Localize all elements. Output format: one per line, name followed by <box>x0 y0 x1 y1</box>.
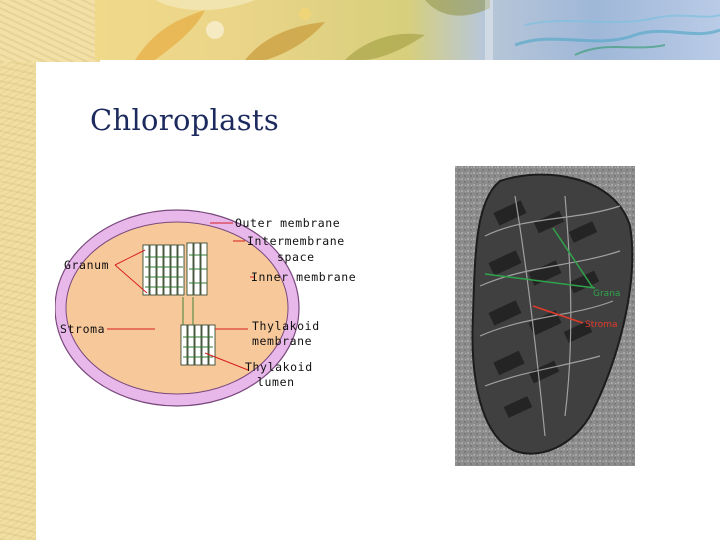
granum-stack-left <box>142 244 185 296</box>
thylakoid-lumen-label-line1: Thylakoid <box>245 360 313 374</box>
parchment-side-border <box>0 0 36 540</box>
grana-pointer-line-1 <box>484 273 596 289</box>
stroma-pointer-line <box>532 305 584 324</box>
slide-title: Chloroplasts <box>90 103 280 137</box>
thylakoid-lumen-pointer <box>204 352 249 371</box>
grana-stacks-micrograph <box>488 200 600 418</box>
grana-pointer-line-2 <box>552 227 594 289</box>
parchment-top-corner <box>0 0 100 62</box>
chloroplast-structure-diagram: Outer membrane Intermembrane space Inner… <box>55 209 356 407</box>
pointer-lines <box>107 222 255 371</box>
floral-header-banner <box>95 0 720 60</box>
granum-stack-lower <box>180 324 216 366</box>
stroma-lamellae <box>145 254 213 358</box>
thylakoid-lumen-label-line2: lumen <box>257 375 295 389</box>
lamellae-micrograph <box>479 195 621 437</box>
granum-pointer-a <box>114 249 146 266</box>
inner-membrane-shape <box>65 221 289 395</box>
granum-label: Granum <box>64 258 109 272</box>
inner-membrane-label: Inner membrane <box>251 270 356 284</box>
intermembrane-label-line2: space <box>277 250 315 264</box>
thylakoid-membrane-label-line1: Thylakoid <box>252 319 320 333</box>
intermembrane-label-line1: Intermembrane <box>247 234 345 248</box>
granum-pointer-b <box>114 264 148 294</box>
chloroplast-electron-micrograph: Grana Stroma <box>455 166 635 466</box>
outer-membrane-label: Outer membrane <box>235 216 340 230</box>
stroma-micrograph-label: Stroma <box>585 320 618 330</box>
grana-label: Grana <box>593 289 620 299</box>
stroma-label: Stroma <box>60 322 105 336</box>
thylakoid-membrane-label-line2: membrane <box>252 334 312 348</box>
